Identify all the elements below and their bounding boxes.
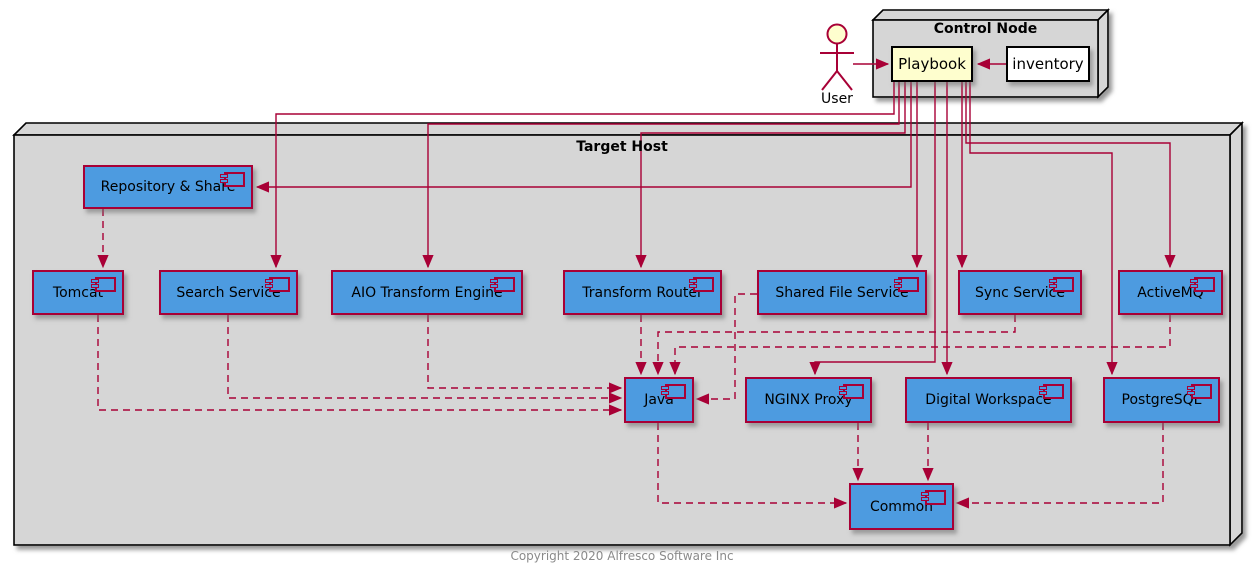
component-transform-router: Transform Router — [563, 270, 722, 315]
component-icon — [661, 384, 686, 399]
edge-activemq-to-java — [669, 315, 1171, 376]
component-icon — [1190, 277, 1215, 292]
edge-playbook-to-nginx-proxy — [809, 82, 936, 376]
edge-playbook-to-transform-router — [635, 82, 906, 269]
component-label: ActiveMQ — [1137, 284, 1204, 301]
user-actor-label: User — [821, 91, 853, 107]
component-nginx-proxy: NGINX Proxy — [745, 377, 872, 423]
component-label: Search Service — [176, 284, 281, 301]
component-sync-service: Sync Service — [958, 270, 1082, 315]
edge-aio-transform-engine-to-java — [427, 315, 623, 394]
component-label: AIO Transform Engine — [351, 284, 503, 301]
component-common: Common — [849, 483, 954, 530]
component-label: Repository & Share — [100, 179, 236, 195]
component-label: PostgreSQL — [1121, 392, 1202, 408]
component-icon — [265, 277, 290, 292]
component-icon — [1187, 384, 1212, 399]
component-shared-file-service: Shared File Service — [757, 270, 927, 315]
component-label: Transform Router — [582, 284, 703, 301]
component-label: Digital Workspace — [925, 392, 1052, 408]
component-label: Sync Service — [975, 284, 1065, 301]
component-icon — [894, 277, 919, 292]
edge-playbook-to-postgresql — [969, 82, 1118, 376]
playbook-node: Playbook — [891, 46, 973, 82]
edge-shared-file-service-to-java — [695, 293, 757, 405]
edge-playbook-to-repository-share — [255, 82, 912, 193]
user-actor-icon — [820, 23, 854, 91]
component-icon — [1049, 277, 1074, 292]
component-digital-workspace: Digital Workspace — [905, 377, 1072, 423]
inventory-node: inventory — [1006, 46, 1090, 82]
edge-java-to-common — [657, 423, 848, 509]
component-icon — [220, 172, 245, 187]
component-label: Common — [869, 498, 934, 515]
component-java: Java — [624, 377, 694, 423]
component-icon — [839, 384, 864, 399]
component-icon — [921, 490, 946, 505]
edge-sync-service-to-java — [652, 315, 1016, 376]
component-aio-transform-engine: AIO Transform Engine — [331, 270, 523, 315]
edge-playbook-to-search-service — [270, 82, 895, 269]
component-label: NGINX Proxy — [764, 392, 853, 408]
copyright-text: Copyright 2020 Alfresco Software Inc — [510, 549, 734, 563]
component-icon — [490, 277, 515, 292]
edge-search-service-to-java — [227, 315, 623, 404]
component-repository-share: Repository & Share — [83, 165, 253, 209]
component-icon — [689, 277, 714, 292]
component-search-service: Search Service — [159, 270, 298, 315]
component-icon — [91, 277, 116, 292]
component-label: Tomcat — [52, 284, 104, 301]
edge-playbook-to-activemq — [965, 82, 1176, 269]
edge-postgresql-to-common — [955, 423, 1164, 509]
component-postgresql: PostgreSQL — [1103, 377, 1220, 423]
component-label: Shared File Service — [775, 284, 909, 301]
edge-playbook-to-aio-transform-engine — [422, 82, 900, 269]
component-tomcat: Tomcat — [32, 270, 124, 315]
component-icon — [1039, 384, 1064, 399]
component-activemq: ActiveMQ — [1118, 270, 1223, 315]
